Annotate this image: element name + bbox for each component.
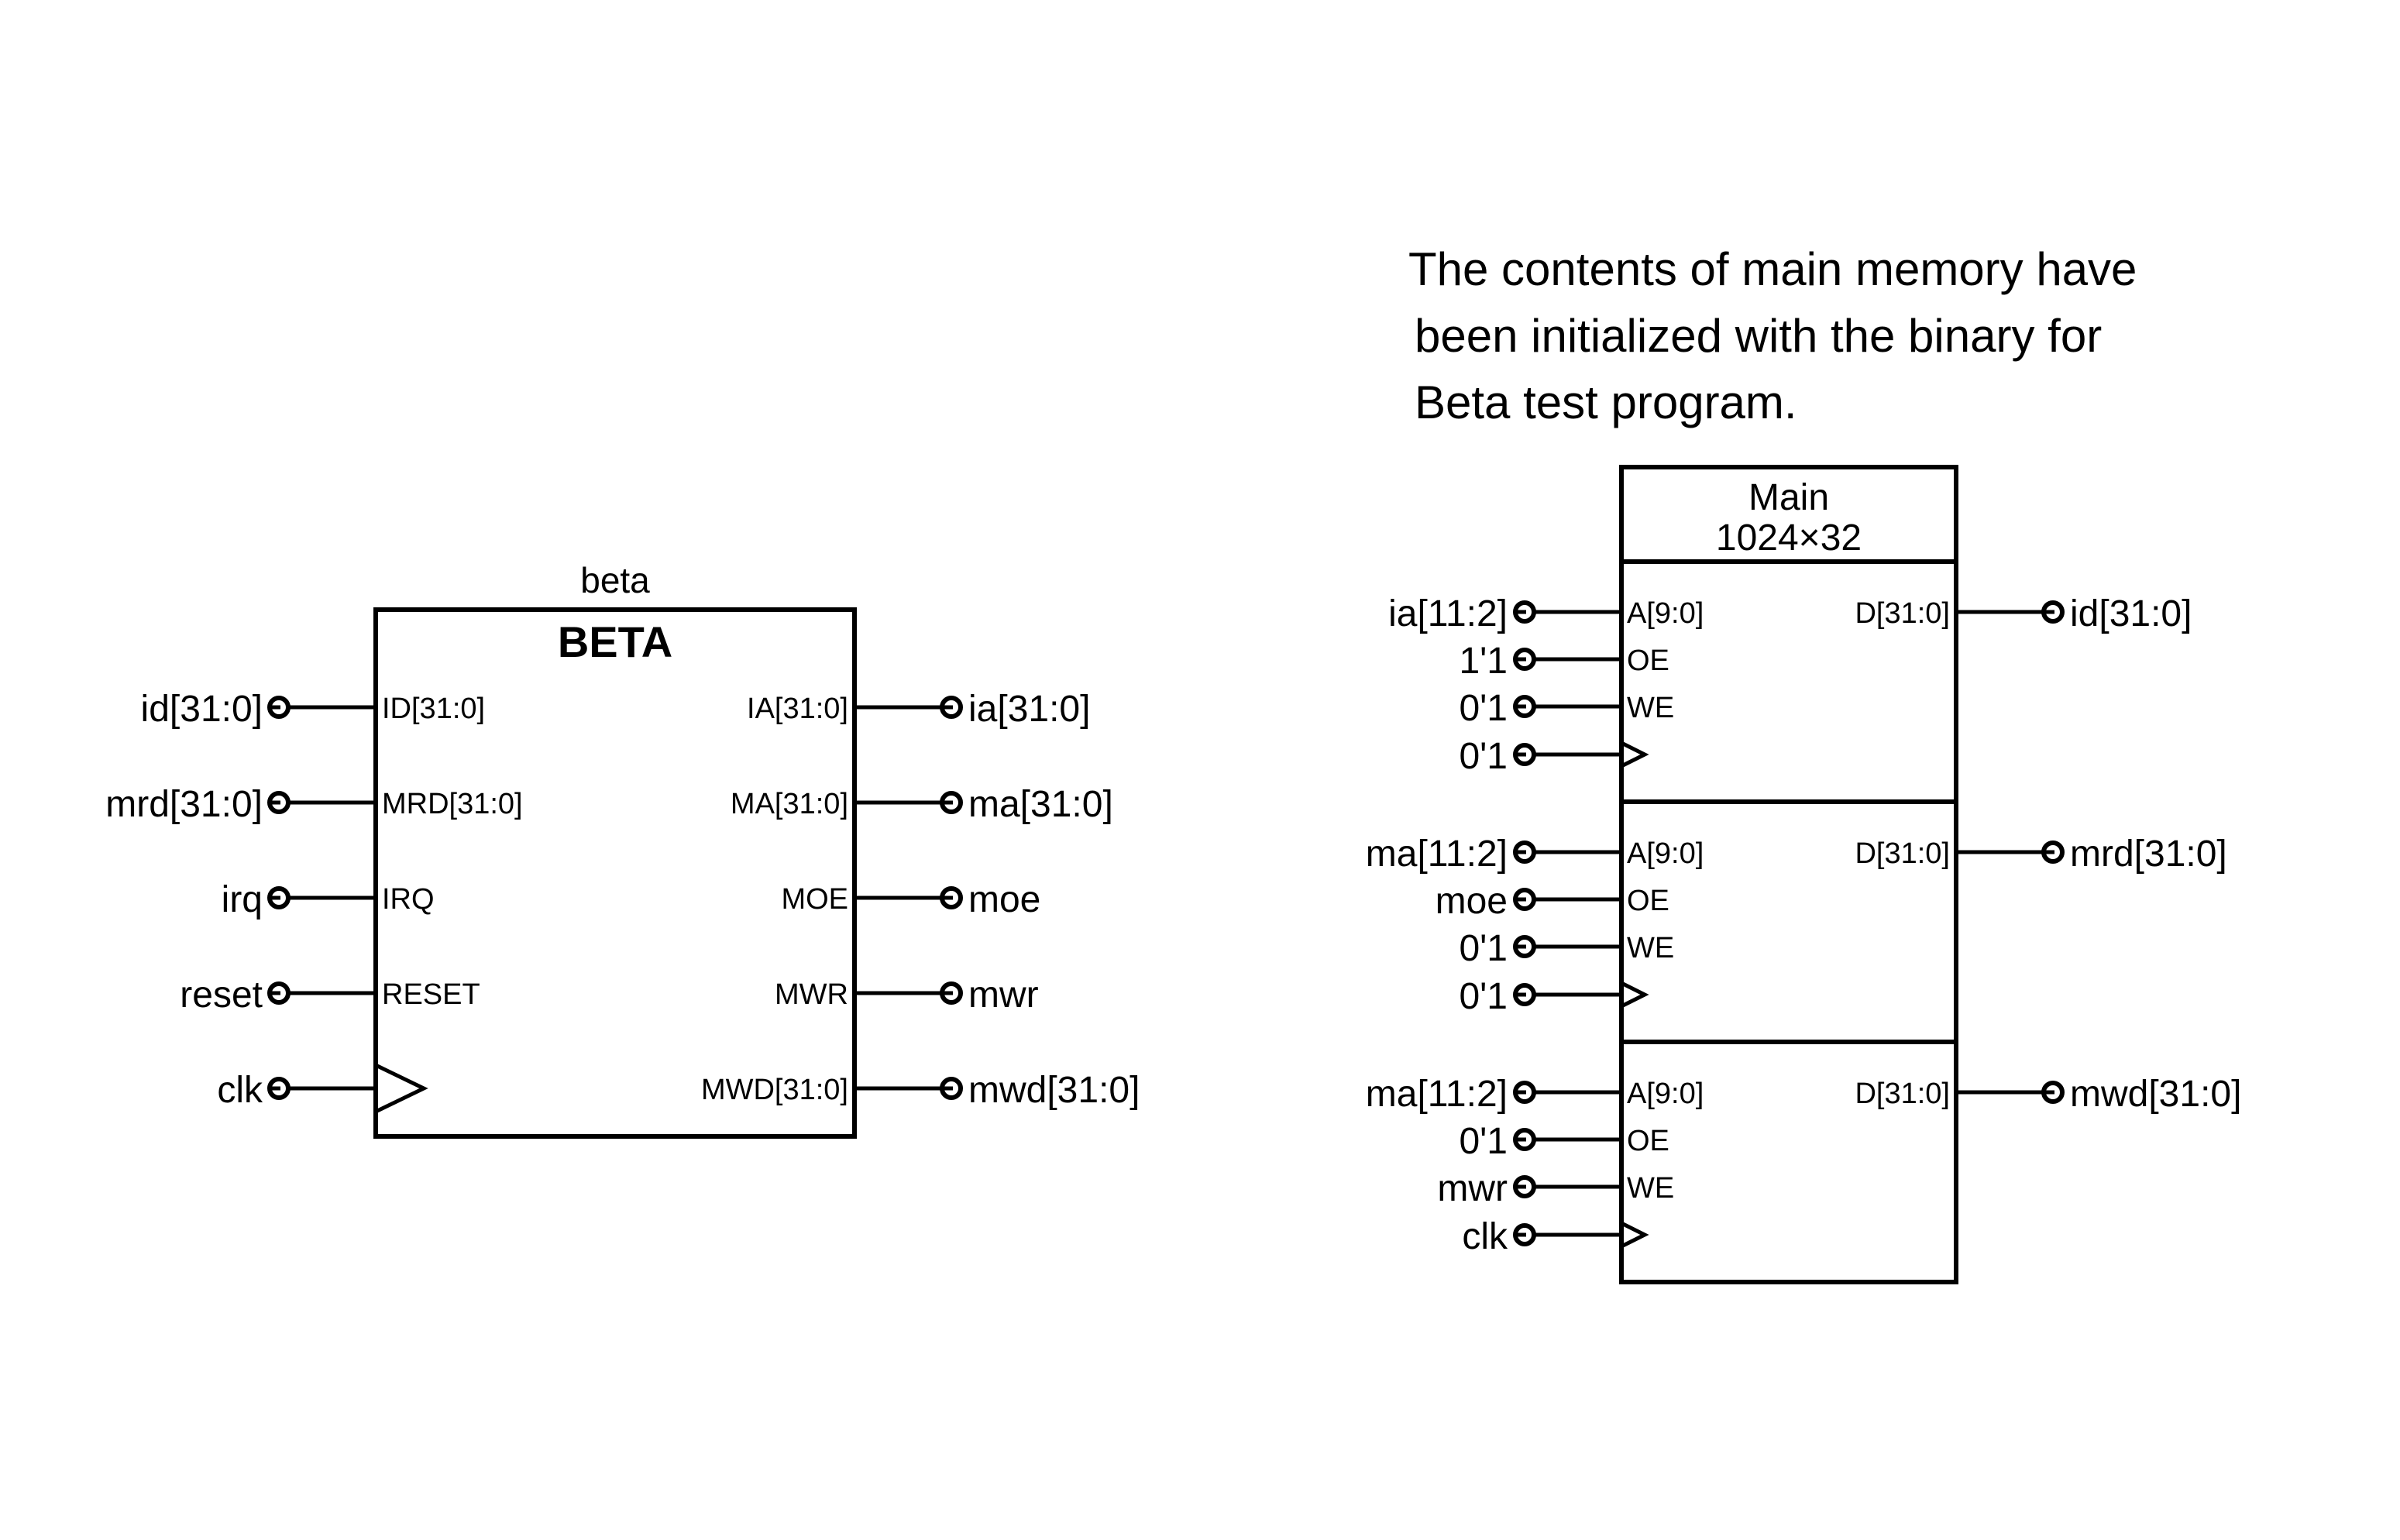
beta-module-name: BETA <box>558 617 672 666</box>
memory-input-net-label: 0'1 <box>1459 1121 1508 1162</box>
memory-input-net-label: 1'1 <box>1459 641 1508 682</box>
memory-input-port-label: OE <box>1627 885 1669 917</box>
memory-note: The contents of main memory have been in… <box>1408 236 2261 436</box>
memory-output-port-label: D[31:0] <box>1855 1078 1950 1110</box>
beta-input-net-label: clk <box>217 1070 263 1111</box>
beta-instance-name: beta <box>580 560 650 600</box>
beta-output-port-label: MOE <box>781 883 848 916</box>
memory-note-line: The contents of main memory have <box>1408 243 2137 295</box>
memory-input-net-label: ma[11:2] <box>1366 834 1508 875</box>
memory-output-net-label: mwd[31:0] <box>2070 1074 2241 1115</box>
clock-input-triangle <box>374 1063 428 1114</box>
memory-input-port-label: A[9:0] <box>1627 837 1704 870</box>
memory-output-net-label: id[31:0] <box>2070 593 2192 634</box>
memory-input-port-label: WE <box>1627 932 1674 964</box>
beta-input-port-label: RESET <box>382 978 480 1011</box>
beta-output-net-label: mwr <box>968 975 1039 1016</box>
memory-input-net-label: clk <box>1462 1216 1508 1257</box>
memory-input-net-label: 0'1 <box>1459 736 1508 777</box>
memory-input-port-label: WE <box>1627 692 1674 724</box>
memory-input-net-label: 0'1 <box>1459 976 1508 1017</box>
beta-input-net-label: irq <box>222 879 263 920</box>
memory-input-port-label: A[9:0] <box>1627 1078 1704 1110</box>
memory-input-net-label: ma[11:2] <box>1366 1074 1508 1115</box>
memory-input-net-label: 0'1 <box>1459 688 1508 729</box>
memory-output-port-label: D[31:0] <box>1855 837 1950 870</box>
memory-input-port-label: OE <box>1627 1125 1669 1157</box>
beta-output-port-label: MA[31:0] <box>731 788 848 820</box>
beta-input-port-label: MRD[31:0] <box>382 788 523 820</box>
memory-size: 1024×32 <box>1716 517 1862 559</box>
beta-box <box>373 607 857 1139</box>
memory-output-port-label: D[31:0] <box>1855 597 1950 630</box>
clock-input-triangle <box>1620 981 1649 1009</box>
memory-input-net-label: mwr <box>1437 1168 1508 1209</box>
beta-input-port-label: IRQ <box>382 883 435 916</box>
memory-note-line: Beta test program. <box>1415 376 1797 428</box>
beta-output-port-label: MWR <box>775 978 848 1011</box>
memory-input-net-label: moe <box>1436 881 1508 922</box>
memory-input-port-label: WE <box>1627 1172 1674 1205</box>
beta-input-port-label: ID[31:0] <box>382 693 485 725</box>
beta-input-net-label: id[31:0] <box>141 689 263 730</box>
beta-output-port-label: IA[31:0] <box>747 693 848 725</box>
beta-input-net-label: mrd[31:0] <box>105 784 263 825</box>
memory-input-net-label: 0'1 <box>1459 928 1508 969</box>
memory-input-port-label: OE <box>1627 645 1669 677</box>
beta-input-net-label: reset <box>180 975 263 1016</box>
memory-box <box>1619 465 1958 1284</box>
memory-input-net-label: ia[11:2] <box>1388 593 1508 634</box>
clock-input-triangle <box>1620 741 1649 768</box>
memory-note-line: been initialized with the binary for <box>1415 310 2103 362</box>
memory-name: Main <box>1748 477 1829 518</box>
clock-input-triangle <box>1620 1221 1649 1249</box>
beta-output-net-label: ia[31:0] <box>968 689 1090 730</box>
memory-output-net-label: mrd[31:0] <box>2070 834 2227 875</box>
beta-output-net-label: ma[31:0] <box>968 784 1113 825</box>
beta-output-net-label: mwd[31:0] <box>968 1070 1140 1111</box>
memory-input-port-label: A[9:0] <box>1627 597 1704 630</box>
beta-output-port-label: MWD[31:0] <box>701 1074 848 1106</box>
beta-output-net-label: moe <box>968 879 1040 920</box>
